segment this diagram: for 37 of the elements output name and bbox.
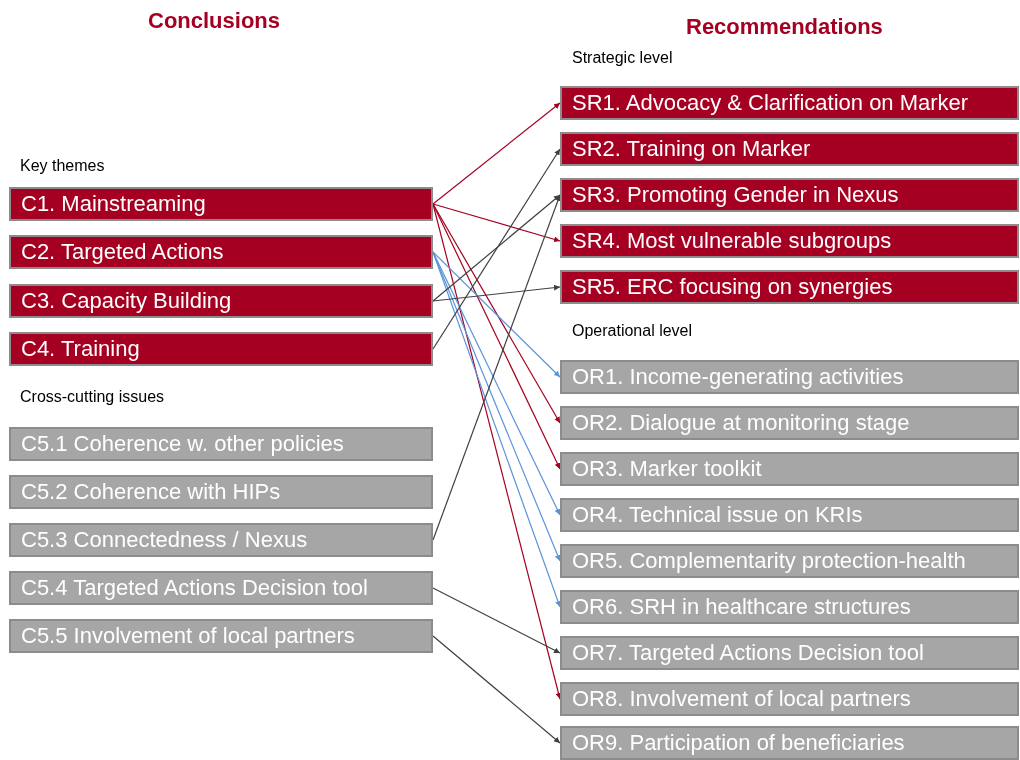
conclusion-box: C2. Targeted Actions bbox=[9, 235, 433, 269]
recommendation-box: OR1. Income-generating activities bbox=[560, 360, 1019, 394]
conclusion-box: C5.1 Coherence w. other policies bbox=[9, 427, 433, 461]
conclusion-box: C5.5 Involvement of local partners bbox=[9, 619, 433, 653]
conclusion-box: C4. Training bbox=[9, 332, 433, 366]
conclusion-box: C5.3 Connectedness / Nexus bbox=[9, 523, 433, 557]
recommendation-box: OR6. SRH in healthcare structures bbox=[560, 590, 1019, 624]
conclusion-box: C1. Mainstreaming bbox=[9, 187, 433, 221]
arrow bbox=[432, 251, 561, 378]
arrow bbox=[432, 148, 561, 350]
recommendation-box: SR2. Training on Marker bbox=[560, 132, 1019, 166]
column-heading: Conclusions bbox=[148, 8, 280, 34]
section-label: Cross-cutting issues bbox=[20, 388, 165, 406]
recommendation-box: SR1. Advocacy & Clarification on Marker bbox=[560, 86, 1019, 120]
section-label: Operational level bbox=[572, 322, 693, 340]
arrow bbox=[432, 635, 561, 744]
conclusion-box: C5.4 Targeted Actions Decision tool bbox=[9, 571, 433, 605]
recommendation-box: OR9. Participation of beneficiaries bbox=[560, 726, 1019, 760]
recommendation-box: OR7. Targeted Actions Decision tool bbox=[560, 636, 1019, 670]
recommendation-box: SR4. Most vulnerable subgroups bbox=[560, 224, 1019, 258]
recommendation-box: OR2. Dialogue at monitoring stage bbox=[560, 406, 1019, 440]
recommendation-box: OR3. Marker toolkit bbox=[560, 452, 1019, 486]
arrow bbox=[432, 102, 561, 205]
recommendation-box: OR4. Technical issue on KRIs bbox=[560, 498, 1019, 532]
conclusion-box: C3. Capacity Building bbox=[9, 284, 433, 318]
arrow bbox=[432, 203, 561, 243]
conclusion-box: C5.2 Coherence with HIPs bbox=[9, 475, 433, 509]
recommendation-box: OR5. Complementarity protection-health bbox=[560, 544, 1019, 578]
recommendation-box: SR3. Promoting Gender in Nexus bbox=[560, 178, 1019, 212]
section-label: Strategic level bbox=[572, 49, 673, 67]
recommendation-box: SR5. ERC focusing on synergies bbox=[560, 270, 1019, 304]
arrow bbox=[432, 284, 561, 302]
arrow bbox=[432, 194, 561, 302]
recommendation-box: OR8. Involvement of local partners bbox=[560, 682, 1019, 716]
arrow bbox=[432, 587, 561, 654]
column-heading: Recommendations bbox=[686, 14, 883, 40]
arrow bbox=[432, 203, 561, 424]
